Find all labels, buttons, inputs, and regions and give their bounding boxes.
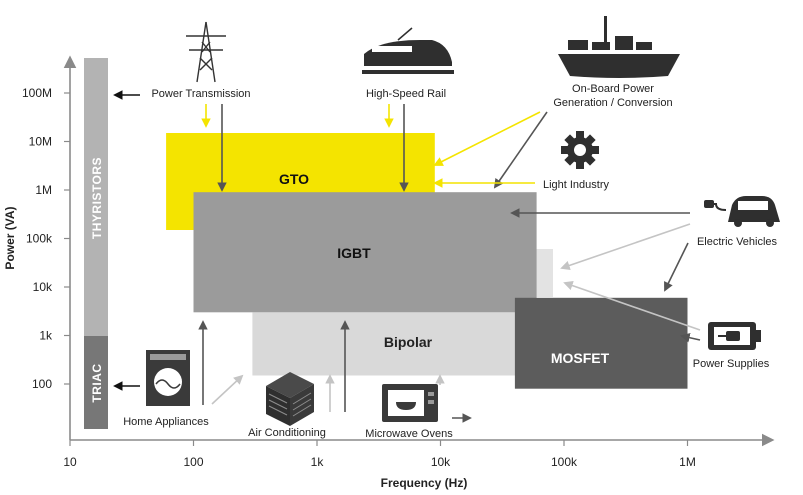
x-tick-label: 10k bbox=[431, 455, 451, 469]
arrow-ps-mosfet bbox=[680, 332, 701, 343]
washing-machine-icon bbox=[146, 350, 190, 406]
power-tower-icon bbox=[186, 21, 226, 83]
mosfet-region bbox=[514, 297, 688, 389]
y-tick-label: 10k bbox=[33, 280, 53, 294]
bipolar-label: Bipolar bbox=[384, 334, 433, 350]
on-board-power-label-line2: Generation / Conversion bbox=[553, 97, 672, 109]
mosfet-label: MOSFET bbox=[551, 350, 610, 366]
x-tick-label: 1M bbox=[679, 455, 696, 469]
power-supplies-label: Power Supplies bbox=[693, 358, 770, 370]
y-tick-label: 1k bbox=[39, 329, 53, 343]
train-icon bbox=[362, 27, 454, 74]
x-tick-label: 100k bbox=[551, 455, 578, 469]
x-tick-label: 100 bbox=[183, 455, 203, 469]
y-tick-label: 100 bbox=[32, 377, 52, 391]
air-conditioning-label: Air Conditioning bbox=[248, 427, 326, 439]
light-industry-label: Light Industry bbox=[543, 179, 610, 191]
electric-vehicles-label: Electric Vehicles bbox=[697, 236, 778, 248]
on-board-power-label: On-Board Power bbox=[572, 83, 654, 95]
high-speed-rail-label: High-Speed Rail bbox=[366, 88, 446, 100]
connector-arrows bbox=[113, 90, 701, 423]
arrow-ev-light bbox=[560, 223, 691, 271]
side-bars: THYRISTORS TRIAC bbox=[84, 58, 108, 429]
triac-bar-label: TRIAC bbox=[90, 363, 104, 402]
arrow-home-bipolar bbox=[211, 374, 244, 405]
regions: GTO IGBT Bipolar MOSFET bbox=[166, 133, 688, 389]
x-ticks: 10 100 1k 10k 100k 1M bbox=[63, 440, 696, 469]
ship-icon bbox=[558, 16, 680, 78]
bipolar-region bbox=[252, 312, 552, 376]
arrow-ev-mosfet bbox=[664, 242, 689, 292]
microwave-ovens-label: Microwave Ovens bbox=[365, 428, 453, 440]
arrow-ps-light bbox=[563, 280, 701, 331]
igbt-region bbox=[193, 192, 537, 313]
x-axis-title: Frequency (Hz) bbox=[381, 476, 468, 490]
microwave-icon bbox=[382, 384, 438, 422]
x-tick-label: 10 bbox=[63, 455, 77, 469]
triac-bar bbox=[84, 336, 108, 429]
home-appliances-label: Home Appliances bbox=[123, 416, 209, 428]
y-axis-title: Power (VA) bbox=[3, 206, 17, 269]
car-icon bbox=[704, 196, 780, 227]
y-tick-label: 1M bbox=[35, 183, 52, 197]
y-tick-label: 10M bbox=[29, 135, 52, 149]
thyristors-bar-label: THYRISTORS bbox=[90, 157, 104, 239]
gear-icon bbox=[561, 131, 599, 169]
arrow-ship-yellow bbox=[433, 111, 541, 166]
battery-icon bbox=[708, 322, 761, 350]
y-tick-label: 100M bbox=[22, 86, 52, 100]
gto-label: GTO bbox=[279, 171, 309, 187]
axes: 10 100 1k 10k 100k 1M 100 1k 10k 100k 1M 10M 100M F… bbox=[3, 55, 775, 490]
y-ticks: 100 1k 10k 100k 1M 10M 100M bbox=[22, 86, 70, 391]
ac-unit-icon bbox=[266, 372, 314, 426]
x-tick-label: 1k bbox=[311, 455, 325, 469]
thyristors-bar bbox=[84, 58, 108, 336]
y-tick-label: 100k bbox=[26, 232, 53, 246]
application-labels: Power Transmission High-Speed Rail On-Bo… bbox=[123, 83, 777, 440]
igbt-label: IGBT bbox=[337, 245, 371, 261]
arrow-ship-igbt bbox=[493, 111, 548, 189]
power-transmission-label: Power Transmission bbox=[151, 88, 250, 100]
